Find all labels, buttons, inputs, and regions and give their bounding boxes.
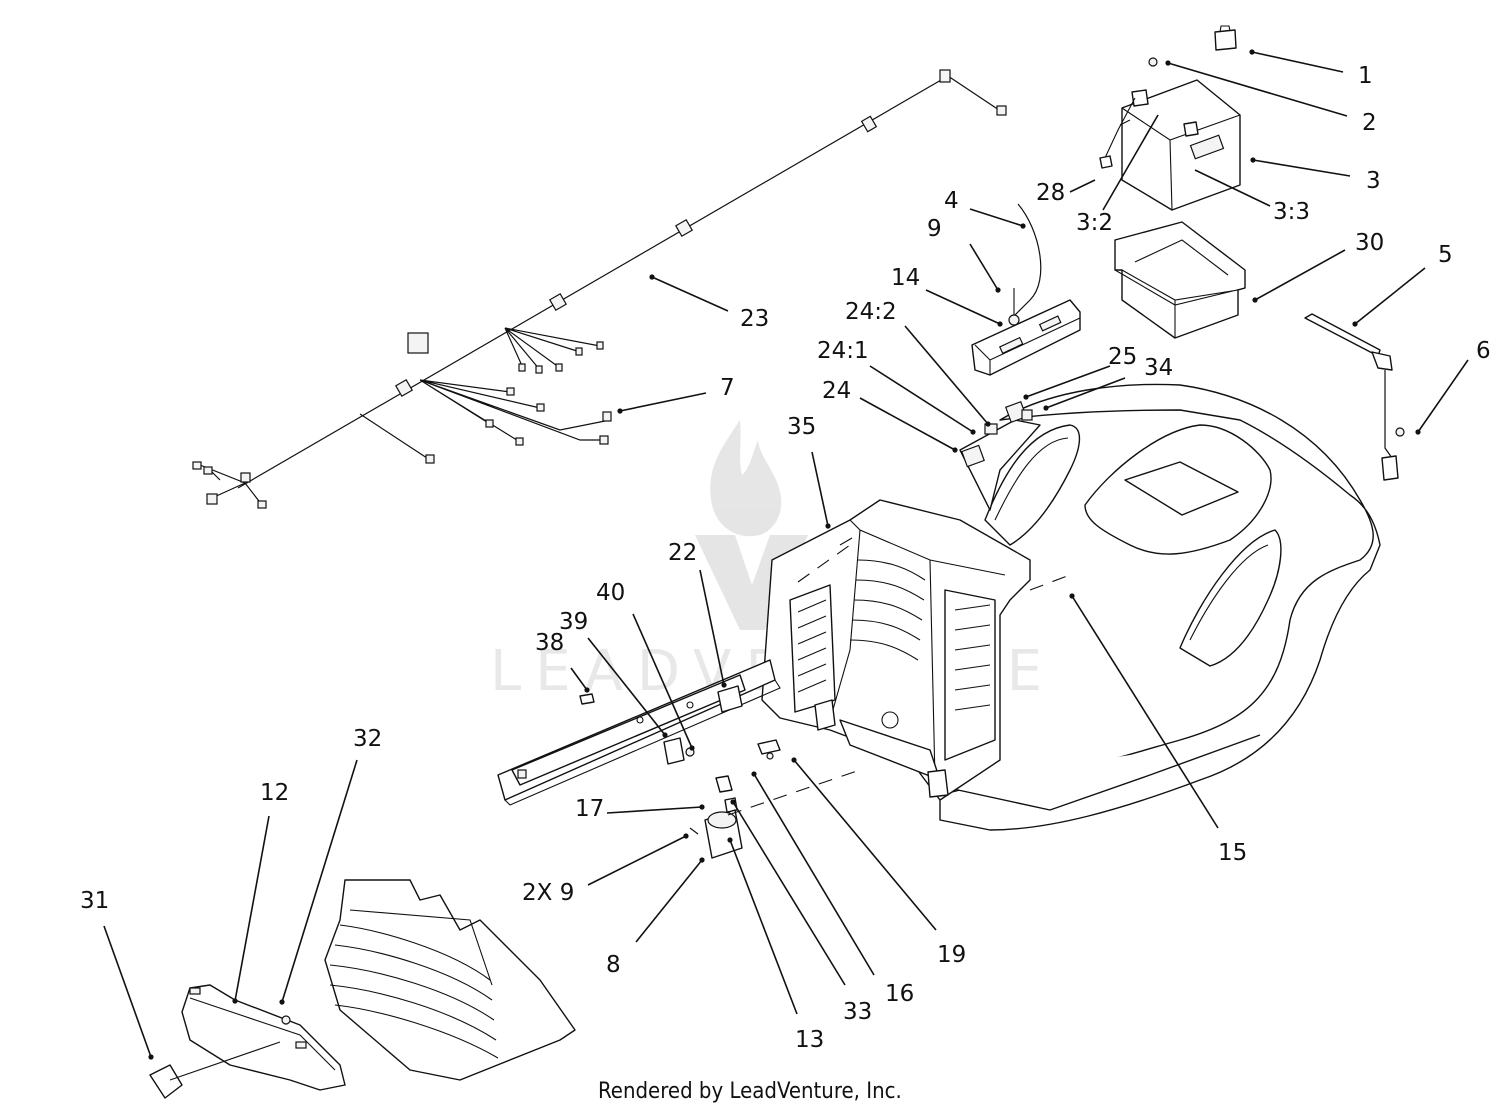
callout-9: 9 xyxy=(927,216,942,242)
callout-39: 39 xyxy=(559,609,588,635)
callout-1: 1 xyxy=(1358,63,1373,89)
callout-17: 17 xyxy=(575,796,604,822)
cable-and-bracket xyxy=(971,203,1081,376)
callout-35: 35 xyxy=(787,414,816,440)
callout-6: 6 xyxy=(1476,338,1491,364)
electrical-components xyxy=(579,685,781,859)
callout-28: 28 xyxy=(1036,180,1065,206)
callout-30: 30 xyxy=(1355,230,1384,256)
callout-3: 3 xyxy=(1366,168,1381,194)
callout-14: 14 xyxy=(891,265,920,291)
callout-13: 13 xyxy=(795,1027,824,1053)
callout-8: 8 xyxy=(606,952,621,978)
callout-12: 12 xyxy=(260,780,289,806)
reference-lines xyxy=(727,544,1071,816)
front-bumper xyxy=(149,984,346,1099)
callout-22: 22 xyxy=(668,540,697,566)
callout-24: 24 xyxy=(822,378,851,404)
callout-38: 38 xyxy=(535,630,564,656)
footer-credit: Rendered by LeadVenture, Inc. xyxy=(598,1079,902,1104)
grille xyxy=(324,879,576,1081)
switch-wire-5 xyxy=(1304,313,1405,481)
callout-40: 40 xyxy=(596,580,625,606)
callout-2x9: 2X 9 xyxy=(522,880,574,906)
frame-rail xyxy=(497,659,781,806)
callout-5: 5 xyxy=(1438,242,1453,268)
callout-24-1: 24:1 xyxy=(817,338,869,364)
callout-3-3: 3:3 xyxy=(1273,199,1310,225)
callout-labels: 1 2 3 3:2 3:3 4 5 6 7 9 14 23 24:2 24:1 … xyxy=(80,63,1491,1053)
callout-24-2: 24:2 xyxy=(845,299,897,325)
callout-31: 31 xyxy=(80,888,109,914)
callout-32: 32 xyxy=(353,726,382,752)
callout-16: 16 xyxy=(885,981,914,1007)
callout-7: 7 xyxy=(720,375,735,401)
callout-3-2: 3:2 xyxy=(1076,210,1113,236)
callout-23: 23 xyxy=(740,306,769,332)
callout-2: 2 xyxy=(1362,110,1377,136)
callout-25: 25 xyxy=(1108,344,1137,370)
battery-assembly xyxy=(1099,25,1246,339)
callout-15: 15 xyxy=(1218,840,1247,866)
callout-19: 19 xyxy=(937,942,966,968)
callout-33: 33 xyxy=(843,999,872,1025)
wiring-harness xyxy=(192,69,1007,509)
leader-lines xyxy=(103,49,1469,1060)
fender-deck xyxy=(934,383,1381,831)
callout-4: 4 xyxy=(944,188,959,214)
dash-tower xyxy=(761,400,1041,801)
callout-34: 34 xyxy=(1144,355,1173,381)
